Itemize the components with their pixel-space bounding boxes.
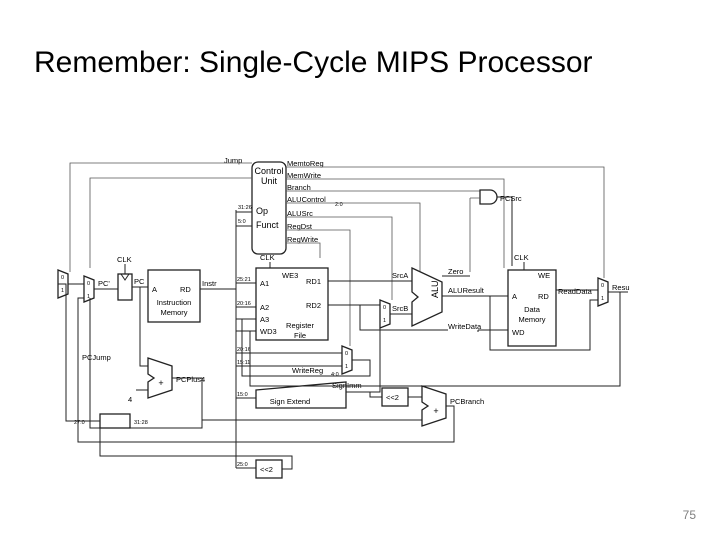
regdst-mux: 0 1 bbox=[341, 345, 353, 375]
writereg-width-label: 4:0 bbox=[331, 372, 339, 378]
instruction-memory: A RD Instruction Memory bbox=[147, 269, 201, 323]
imem-label-1: Instruction bbox=[157, 298, 192, 307]
pc-label: PC bbox=[134, 277, 145, 286]
regfile-label-2: File bbox=[294, 331, 306, 340]
slide-title: Remember: Single-Cycle MIPS Processor bbox=[34, 46, 593, 79]
control-unit: Control Unit Op Funct bbox=[251, 161, 287, 255]
dmem-rd-port: RD bbox=[538, 292, 549, 301]
memtoreg-signal-label: MemtoReg bbox=[287, 159, 324, 168]
alucontrol-signal-label: ALUControl bbox=[287, 195, 326, 204]
regfile-we3-port: WE3 bbox=[282, 271, 298, 280]
pcprime-label: PC' bbox=[98, 279, 110, 288]
control-op-port: Op bbox=[256, 206, 268, 216]
regfile-a2-port: A2 bbox=[260, 303, 269, 312]
shift-left-jump: <<2 bbox=[255, 459, 283, 479]
regfile-wd3-port: WD3 bbox=[260, 327, 277, 336]
memwrite-signal-label: MemWrite bbox=[287, 171, 321, 180]
pcsrc-mux: 0 1 bbox=[83, 275, 95, 303]
alusrc-mux-1: 1 bbox=[383, 318, 386, 324]
alu-label: ALU bbox=[430, 280, 440, 298]
regfile-clk-label: CLK bbox=[260, 253, 275, 262]
dmem-a-port: A bbox=[512, 292, 517, 301]
control-unit-label-1: Control bbox=[254, 166, 283, 176]
rs-bits-label: 25:21 bbox=[237, 277, 251, 283]
shift-left-branch: <<2 bbox=[381, 387, 409, 407]
pc-clk-label: CLK bbox=[117, 255, 132, 264]
imem-a-port: A bbox=[152, 285, 157, 294]
regwrite-signal-label: RegWrite bbox=[287, 235, 318, 244]
funct-bits-label: 5:0 bbox=[238, 219, 246, 225]
memtoreg-mux-1: 1 bbox=[601, 296, 604, 302]
op-bits-label: 31:26 bbox=[238, 205, 252, 211]
pcsrc-mux-1: 1 bbox=[87, 294, 90, 300]
jump-mux-0: 0 bbox=[61, 275, 64, 281]
result-label: Result bbox=[612, 283, 630, 292]
register-file: WE3 A1 A2 A3 WD3 RD1 RD2 Register File bbox=[255, 267, 329, 341]
pcplus4-plus: + bbox=[158, 378, 163, 388]
alu: ALU bbox=[411, 266, 443, 328]
aluresult-label: ALUResult bbox=[448, 286, 485, 295]
jump-mux-1: 1 bbox=[61, 288, 64, 294]
alusrc-mux: 0 1 bbox=[379, 299, 391, 329]
pc-concat-box bbox=[99, 413, 131, 429]
alusrc-mux-0: 0 bbox=[383, 305, 386, 311]
regdst-mux-1: 1 bbox=[345, 364, 348, 370]
mips-datapath-diagram: Control Unit Op Funct Jump MemtoReg MemW… bbox=[57, 156, 630, 479]
rt2-bits-label: 20:16 bbox=[237, 347, 251, 353]
regfile-a1-port: A1 bbox=[260, 279, 269, 288]
page-number: 75 bbox=[682, 508, 696, 522]
alucontrol-width-label: 2:0 bbox=[335, 202, 343, 208]
jaddr-bits-label: 25:0 bbox=[237, 462, 248, 468]
srcb-label: SrcB bbox=[392, 304, 408, 313]
pcplus4-label: PCPlus4 bbox=[176, 375, 205, 384]
dmem-clk-label: CLK bbox=[514, 253, 529, 262]
imm-bits-label: 15:0 bbox=[237, 392, 248, 398]
rt-bits-label: 20:16 bbox=[237, 301, 251, 307]
rd-bits-label: 15:11 bbox=[237, 360, 250, 366]
shift-left-branch-label: <<2 bbox=[386, 393, 399, 402]
dmem-we-port: WE bbox=[538, 271, 550, 280]
pcsrc-mux-0: 0 bbox=[87, 281, 90, 287]
dmem-label-2: Memory bbox=[518, 315, 545, 324]
srca-label: SrcA bbox=[392, 271, 408, 280]
branch-signal-label: Branch bbox=[287, 183, 311, 192]
regfile-rd1-port: RD1 bbox=[306, 277, 321, 286]
jump-signal-label: Jump bbox=[224, 156, 242, 165]
readdata-label: ReadData bbox=[558, 287, 593, 296]
branch-and-gate bbox=[479, 189, 498, 205]
regfile-label-1: Register bbox=[286, 321, 314, 330]
sign-extend: Sign Extend bbox=[255, 381, 347, 409]
dmem-label-1: Data bbox=[524, 305, 541, 314]
pclo-bits-label: 27:0 bbox=[74, 420, 85, 426]
regdst-signal-label: RegDst bbox=[287, 222, 313, 231]
control-unit-label-2: Unit bbox=[261, 176, 278, 186]
writereg-label: WriteReg bbox=[292, 366, 323, 375]
alusrc-signal-label: ALUSrc bbox=[287, 209, 313, 218]
pc-register bbox=[117, 273, 133, 301]
dmem-wd-port: WD bbox=[512, 328, 525, 337]
pcsrc-signal-label: PCSrc bbox=[500, 194, 522, 203]
sign-extend-label: Sign Extend bbox=[270, 397, 310, 406]
instr-label: Instr bbox=[202, 279, 217, 288]
zero-label: Zero bbox=[448, 267, 463, 276]
pcbranch-label: PCBranch bbox=[450, 397, 484, 406]
writedata-label: WriteData bbox=[448, 322, 482, 331]
pcbranch-adder: + bbox=[421, 385, 447, 427]
four-constant-label: 4 bbox=[128, 395, 132, 404]
regfile-rd2-port: RD2 bbox=[306, 301, 321, 310]
memtoreg-mux-0: 0 bbox=[601, 283, 604, 289]
regdst-mux-0: 0 bbox=[345, 351, 348, 357]
pcbranch-plus: + bbox=[433, 406, 438, 416]
pcplus4-adder: + bbox=[147, 357, 173, 399]
memtoreg-mux: 0 1 bbox=[597, 277, 609, 307]
imem-label-2: Memory bbox=[160, 308, 187, 317]
data-memory: WE A RD Data Memory WD bbox=[507, 269, 557, 347]
pchi-bits-label: 31:28 bbox=[134, 420, 148, 426]
control-funct-port: Funct bbox=[256, 220, 279, 230]
imem-rd-port: RD bbox=[180, 285, 191, 294]
pcjump-label: PCJump bbox=[82, 353, 111, 362]
shift-left-jump-label: <<2 bbox=[260, 465, 273, 474]
regfile-a3-port: A3 bbox=[260, 315, 269, 324]
